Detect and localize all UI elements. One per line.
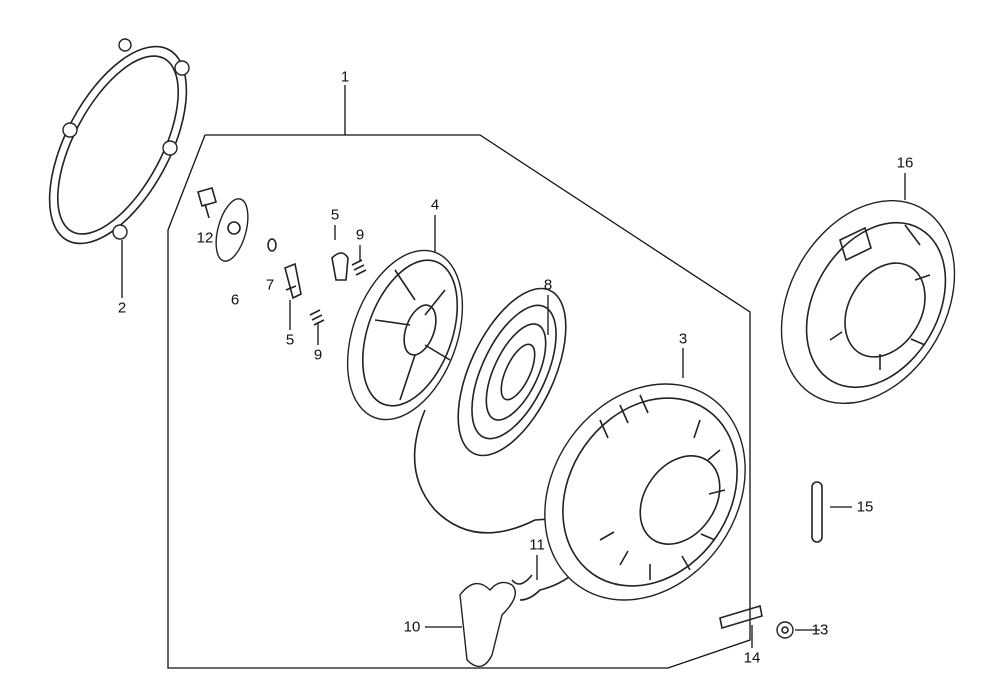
callout-14: 14 [743, 649, 761, 667]
callout-16: 16 [896, 154, 914, 172]
starter-grip [459, 581, 516, 668]
callout-9-lower: 9 [313, 346, 323, 364]
callout-6: 6 [230, 291, 240, 309]
callout-13: 13 [811, 621, 829, 639]
callout-5-upper: 5 [330, 206, 340, 224]
small-parts-left [197, 187, 367, 326]
pin [811, 481, 823, 543]
recoil-spring [457, 287, 567, 457]
callout-10: 10 [403, 618, 421, 636]
callout-9-upper: 9 [355, 226, 365, 244]
starter-case [544, 383, 746, 601]
rope-knot [511, 574, 533, 585]
callout-2: 2 [117, 299, 127, 317]
assembly-boundary [167, 134, 751, 669]
callout-1: 1 [340, 68, 350, 86]
callout-11: 11 [529, 536, 545, 554]
callout-3: 3 [678, 330, 688, 348]
callout-5-lower: 5 [285, 331, 295, 349]
gasket-ring [48, 38, 190, 245]
starter-pulley-cover [780, 199, 956, 405]
starter-reel [346, 249, 464, 421]
callout-8: 8 [543, 276, 553, 294]
callout-4: 4 [430, 196, 440, 214]
guide-and-nut [719, 604, 794, 639]
leader-lines [121, 85, 906, 648]
callout-12: 12 [196, 229, 214, 247]
callout-15: 15 [856, 498, 874, 516]
callout-7: 7 [265, 276, 275, 294]
